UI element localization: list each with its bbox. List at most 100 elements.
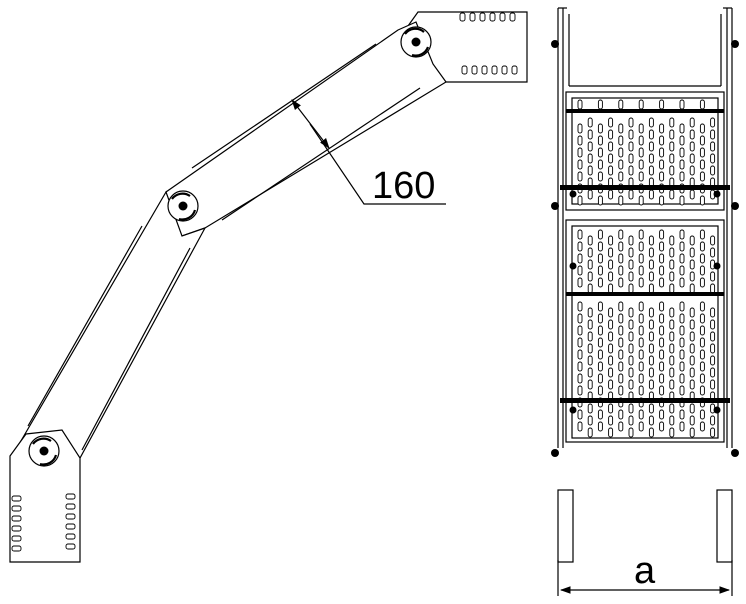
perforation-slot	[659, 373, 665, 384]
perforation-slot	[648, 367, 654, 378]
perforation-slot	[659, 135, 665, 146]
perforation-slot	[618, 421, 624, 432]
spacing-dimension-label: a	[634, 550, 656, 592]
perforation-slot	[679, 313, 685, 324]
perforation-slot	[699, 385, 705, 396]
perforation-slot	[638, 325, 644, 336]
perforation-slot	[699, 241, 705, 252]
perforation-slot	[689, 117, 695, 128]
perforation-slot	[710, 415, 716, 426]
perforation-slot	[648, 319, 654, 330]
perforation-slot	[618, 325, 624, 336]
perforation-slot	[618, 241, 624, 252]
perforation-slot	[597, 265, 603, 276]
perforation-slot	[710, 235, 716, 246]
perforation-slot	[679, 277, 685, 288]
width-dimension: 160	[291, 99, 446, 207]
perforation-slot	[597, 195, 603, 206]
perforation-slot	[648, 165, 654, 176]
perforation-slot	[577, 349, 583, 360]
perforation-slot	[699, 313, 705, 324]
perforation-slot	[710, 247, 716, 258]
perforation-slot	[679, 409, 685, 420]
perforation-slot	[699, 277, 705, 288]
perforation-slot	[618, 301, 624, 312]
perforation-slot	[577, 195, 583, 206]
perforation-slot	[628, 403, 634, 414]
perforation-slot	[608, 141, 614, 152]
perforation-slot	[669, 129, 675, 140]
perforation-slot	[577, 159, 583, 170]
pivot-joint-bottom	[28, 435, 60, 467]
perforation-slot	[710, 117, 716, 128]
perforation-slot	[587, 235, 593, 246]
perforation-slot	[587, 259, 593, 270]
perforation-slot	[679, 421, 685, 432]
perforation-slot	[679, 265, 685, 276]
perforation-slot	[577, 135, 583, 146]
perforation-slot	[659, 277, 665, 288]
perforation-slot	[638, 361, 644, 372]
perforation-slot	[669, 271, 675, 282]
perforation-slot	[638, 337, 644, 348]
end-foot-left	[557, 489, 574, 563]
perforation-slot	[710, 343, 716, 354]
perforation-slot	[608, 189, 614, 200]
perforation-slot	[638, 123, 644, 134]
perforation-slot	[648, 415, 654, 426]
perforation-slot	[689, 189, 695, 200]
perforation-slot	[679, 229, 685, 240]
perforation-slot	[587, 189, 593, 200]
perforation-slot	[699, 373, 705, 384]
perforation-slot	[648, 189, 654, 200]
perforation-slot	[689, 307, 695, 318]
perforation-slot	[679, 147, 685, 158]
perforation-slot	[618, 265, 624, 276]
perforation-slot	[587, 319, 593, 330]
perforation-slot	[699, 147, 705, 158]
perforation-slot	[597, 229, 603, 240]
perforation-slot	[648, 129, 654, 140]
perforation-slot	[669, 331, 675, 342]
perforation-slot	[587, 117, 593, 128]
perforation-slot	[679, 123, 685, 134]
perforation-slot	[679, 159, 685, 170]
perforation-slot	[699, 301, 705, 312]
perforation-slot	[638, 253, 644, 264]
perforation-slot	[577, 301, 583, 312]
perforation-slot	[608, 355, 614, 366]
perforation-slot	[669, 307, 675, 318]
pivot-joint-top	[400, 26, 432, 58]
perforation-slot	[597, 361, 603, 372]
perforation-slot	[608, 283, 614, 294]
perforation-slot	[689, 259, 695, 270]
perforation-slot	[628, 343, 634, 354]
perforation-slot	[577, 99, 583, 110]
perforation-slot	[618, 349, 624, 360]
perforation-slot	[608, 427, 614, 438]
perforation-slot	[710, 355, 716, 366]
perforation-slot	[597, 337, 603, 348]
perforation-slot	[679, 99, 685, 110]
perforation-slot	[699, 123, 705, 134]
perforation-slot	[669, 343, 675, 354]
perforation-slot	[648, 331, 654, 342]
perforation-slot	[679, 385, 685, 396]
perforation-slot	[638, 313, 644, 324]
perforation-slot	[577, 409, 583, 420]
perforation-slot	[597, 421, 603, 432]
perforation-slot	[679, 253, 685, 264]
perforation-slot	[587, 415, 593, 426]
perforation-slot	[597, 253, 603, 264]
perforation-slot	[577, 277, 583, 288]
tray-section-lower	[560, 219, 730, 443]
perforation-slot	[710, 283, 716, 294]
perforation-slot	[638, 171, 644, 182]
perforation-slot	[699, 195, 705, 206]
bottom-plate-slots-right	[65, 493, 76, 550]
perforation-slot	[638, 349, 644, 360]
perforation-slot	[628, 319, 634, 330]
perforation-slot	[618, 253, 624, 264]
perforation-slot	[638, 135, 644, 146]
perforation-slot	[710, 367, 716, 378]
